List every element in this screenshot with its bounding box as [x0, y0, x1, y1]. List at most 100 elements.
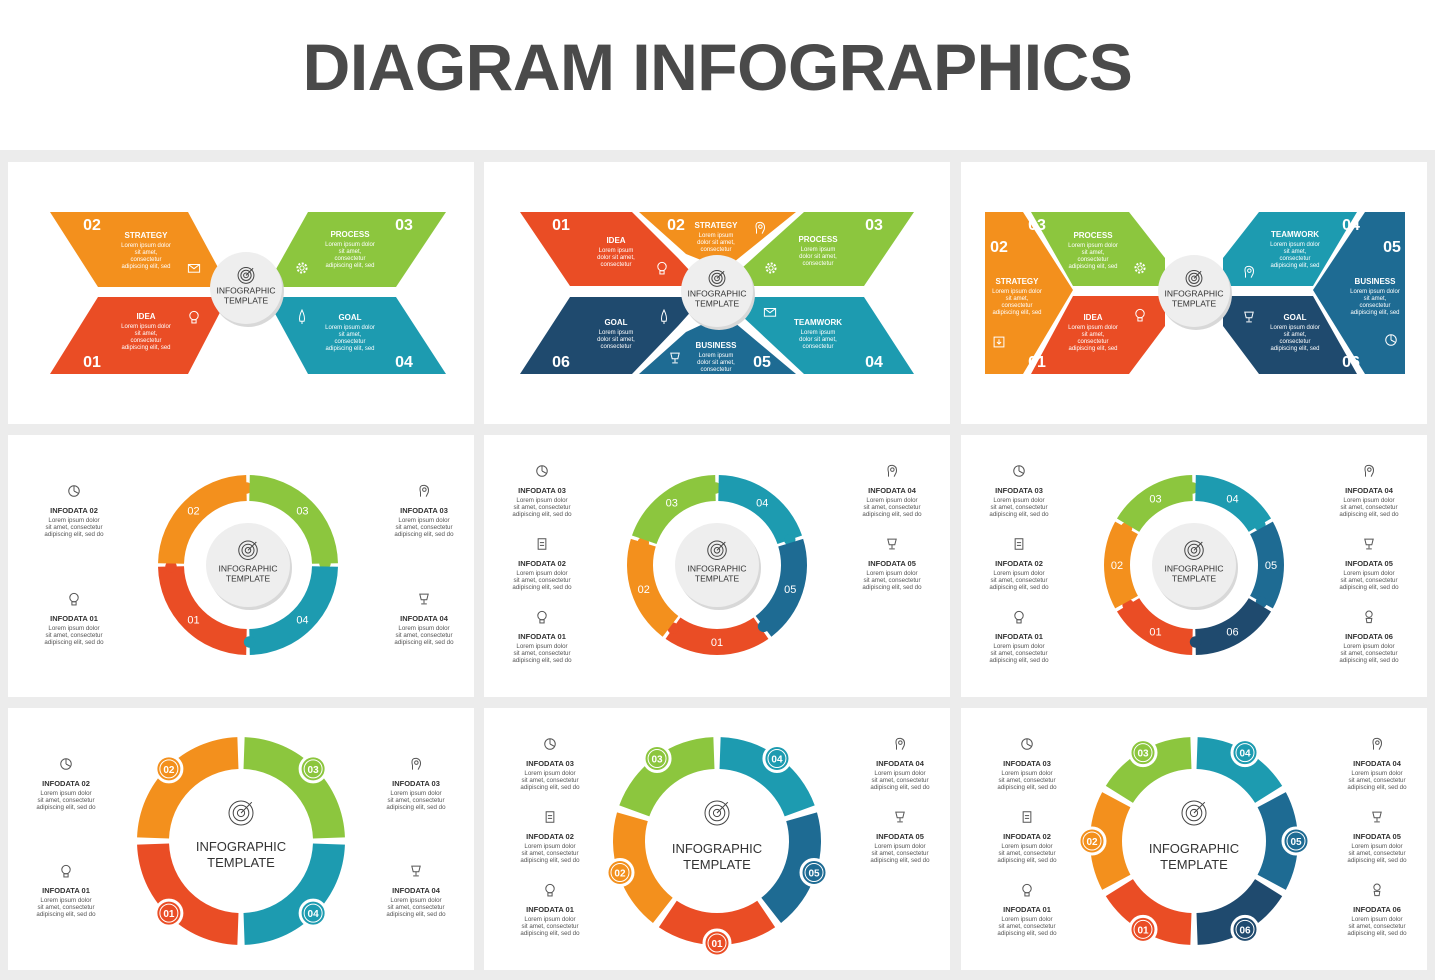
head-icon: [755, 221, 766, 234]
infodata-title: INFODATA 01: [995, 632, 1043, 641]
step-number: 03: [308, 765, 320, 776]
infodata-text: adipiscing elit, sed do: [36, 804, 96, 811]
section-text: consectetur: [1077, 257, 1108, 263]
step-number: 05: [1290, 837, 1302, 848]
ring-segment: [665, 617, 769, 655]
center-title-line1: INFOGRAPHIC: [1164, 288, 1223, 298]
section-text: adipiscing elit, sed: [1068, 346, 1117, 352]
ring-segment: [1196, 737, 1283, 803]
section-title: STRATEGY: [695, 221, 739, 230]
section-title: STRATEGY: [996, 277, 1040, 286]
arrow-segments: [985, 212, 1405, 374]
infodata-text: Lorem ipsum dolor: [40, 897, 91, 904]
ring-segment: [1116, 475, 1193, 532]
step-number: 01: [1149, 627, 1161, 639]
step-number: 04: [1239, 749, 1251, 760]
infodata-title: INFODATA 04: [868, 486, 917, 495]
infodata-text: Lorem ipsum dolor: [390, 897, 441, 904]
infodata-text: Lorem ipsum dolor: [993, 643, 1044, 650]
section-text: consectetur: [1077, 339, 1108, 345]
trophy-icon: [411, 865, 421, 877]
infodata-text: adipiscing elit, sed do: [520, 930, 580, 937]
infodata-text: adipiscing elit, sed do: [870, 857, 930, 864]
infodata-title: INFODATA 01: [518, 632, 566, 641]
infodata-title: INFODATA 02: [42, 779, 90, 788]
center-title-line2: TEMPLATE: [683, 857, 751, 872]
section-title: IDEA: [606, 236, 625, 245]
infodata-title: INFODATA 04: [400, 614, 449, 623]
target-icon: [1185, 269, 1203, 287]
trophy-icon: [895, 811, 905, 823]
section-text: sit amet,: [1284, 332, 1307, 338]
section-text: adipiscing elit, sed: [1350, 310, 1399, 316]
step-number: 03: [666, 498, 678, 510]
ring-segment: [243, 737, 345, 839]
arrow-segments: [50, 212, 446, 374]
infodata-text: sit amet, consectetur: [45, 524, 102, 531]
center-title-line1: INFOGRAPHIC: [1149, 841, 1239, 856]
infodata-text: adipiscing elit, sed do: [989, 584, 1049, 591]
infodata-text: adipiscing elit, sed do: [1347, 784, 1407, 791]
section-text: Lorem ipsum dolor: [1068, 325, 1118, 331]
ring-segment: [1116, 598, 1193, 655]
section-text: sit amet,: [339, 332, 362, 338]
section-title: PROCESS: [330, 230, 370, 239]
chart-icon: [1021, 738, 1033, 750]
head-icon: [1364, 464, 1375, 477]
step-number: 01: [187, 614, 199, 626]
step-number: 05: [784, 584, 796, 596]
target-icon: [1181, 800, 1207, 826]
number-badge: 03: [642, 743, 672, 773]
step-number: 01: [1137, 925, 1149, 936]
chart-icon: [1385, 334, 1397, 346]
ring-segment: [249, 566, 338, 655]
section-text: consectetur: [1359, 303, 1390, 309]
infodata-text: adipiscing elit, sed do: [512, 584, 572, 591]
section-text: Lorem ipsum: [801, 330, 836, 336]
center-title-line1: INFOGRAPHIC: [216, 285, 275, 295]
infodata-text: sit amet, consectetur: [387, 904, 444, 911]
infodata-text: adipiscing elit, sed do: [1339, 657, 1399, 664]
infodata-text: Lorem ipsum dolor: [1001, 843, 1052, 850]
infodata-title: INFODATA 01: [526, 905, 574, 914]
section-text: adipiscing elit, sed: [325, 263, 374, 269]
ring-segment: [1090, 792, 1131, 890]
section-title: TEAMWORK: [794, 318, 842, 327]
section-text: dolor sit amet,: [697, 240, 735, 246]
download-icon: [993, 336, 1005, 348]
infodata-text: sit amet, consectetur: [990, 577, 1047, 584]
infodata-text: Lorem ipsum dolor: [398, 625, 449, 632]
lightbulb-icon: [69, 592, 79, 606]
number-badge: 02: [1077, 826, 1107, 856]
infodata-text: sit amet, consectetur: [1340, 504, 1397, 511]
infodata-text: Lorem ipsum dolor: [524, 770, 575, 777]
infodata-text: Lorem ipsum dolor: [516, 497, 567, 504]
infodata-text: adipiscing elit, sed do: [1339, 584, 1399, 591]
infodata-text: adipiscing elit, sed do: [520, 857, 580, 864]
target-icon: [707, 540, 727, 561]
infodata-text: Lorem ipsum dolor: [993, 570, 1044, 577]
infodata-text: adipiscing elit, sed do: [44, 639, 104, 646]
infodata-text: Lorem ipsum dolor: [1001, 916, 1052, 923]
step-number: 02: [1086, 837, 1098, 848]
center-title-line2: TEMPLATE: [695, 299, 740, 309]
infodata-text: Lorem ipsum dolor: [48, 517, 99, 524]
ring-segment: [719, 737, 815, 817]
infodata-text: sit amet, consectetur: [863, 504, 920, 511]
step-number: 01: [1028, 354, 1046, 371]
section-title: IDEA: [1083, 313, 1102, 322]
infodata-text: adipiscing elit, sed do: [870, 784, 930, 791]
segment-strategy: [50, 212, 228, 287]
step-number: 06: [1342, 354, 1360, 371]
